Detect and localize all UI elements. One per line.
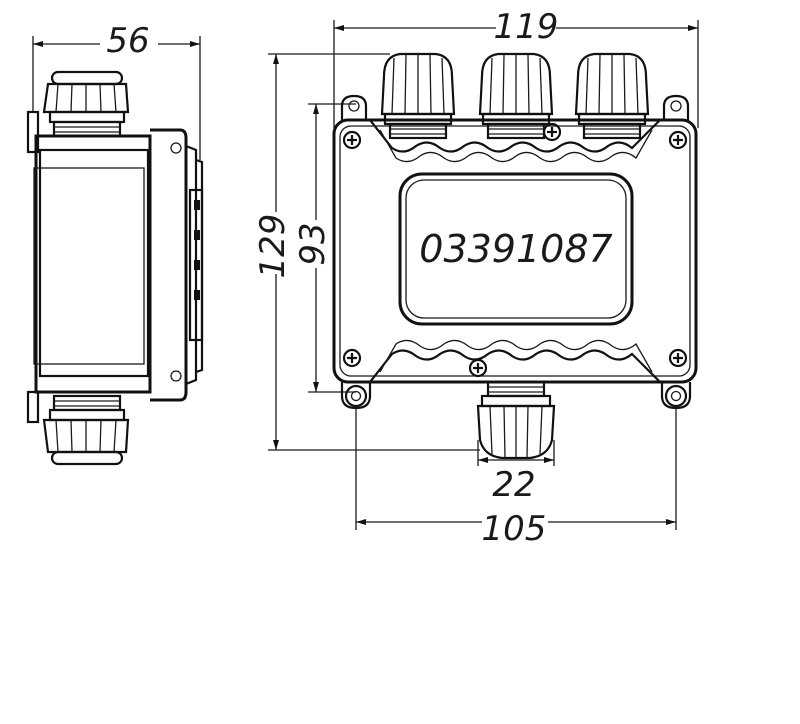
screw-bottom-left-icon bbox=[342, 348, 362, 368]
panel-label-text: 03391087 bbox=[419, 227, 612, 271]
body-height-label: 93 bbox=[293, 222, 333, 265]
screw-bottom-right-icon bbox=[668, 348, 688, 368]
label-panel: 03391087 bbox=[398, 172, 634, 326]
dimension-top-width: 119 bbox=[333, 6, 699, 128]
mounting-hole-left-icon bbox=[344, 384, 368, 408]
side-body bbox=[26, 110, 204, 424]
side-bottom-gland-icon bbox=[42, 394, 130, 466]
dimension-side-width: 56 bbox=[32, 21, 201, 160]
dimension-body-height: 93 bbox=[293, 103, 356, 393]
dimension-overall-height: 129 bbox=[253, 53, 480, 451]
front-view: 119 129 93 bbox=[253, 6, 699, 549]
screw-top-right-icon bbox=[668, 130, 688, 150]
gland-width-label: 22 bbox=[492, 465, 535, 505]
side-width-label: 56 bbox=[106, 21, 149, 61]
top-mounting-ears bbox=[340, 94, 690, 120]
side-view: 56 bbox=[26, 21, 204, 466]
dimension-gland-width: 22 bbox=[477, 440, 555, 505]
mounting-hole-right-icon bbox=[664, 384, 688, 408]
screw-bottom-center-icon bbox=[468, 358, 488, 378]
bottom-gland-icon bbox=[476, 380, 556, 460]
overall-height-label: 129 bbox=[253, 214, 293, 279]
mount-spacing-label: 105 bbox=[482, 509, 547, 549]
side-top-gland-icon bbox=[42, 70, 130, 138]
screw-top-left-icon bbox=[342, 130, 362, 150]
top-width-label: 119 bbox=[494, 7, 559, 47]
dimension-mount-spacing: 105 bbox=[355, 406, 677, 549]
